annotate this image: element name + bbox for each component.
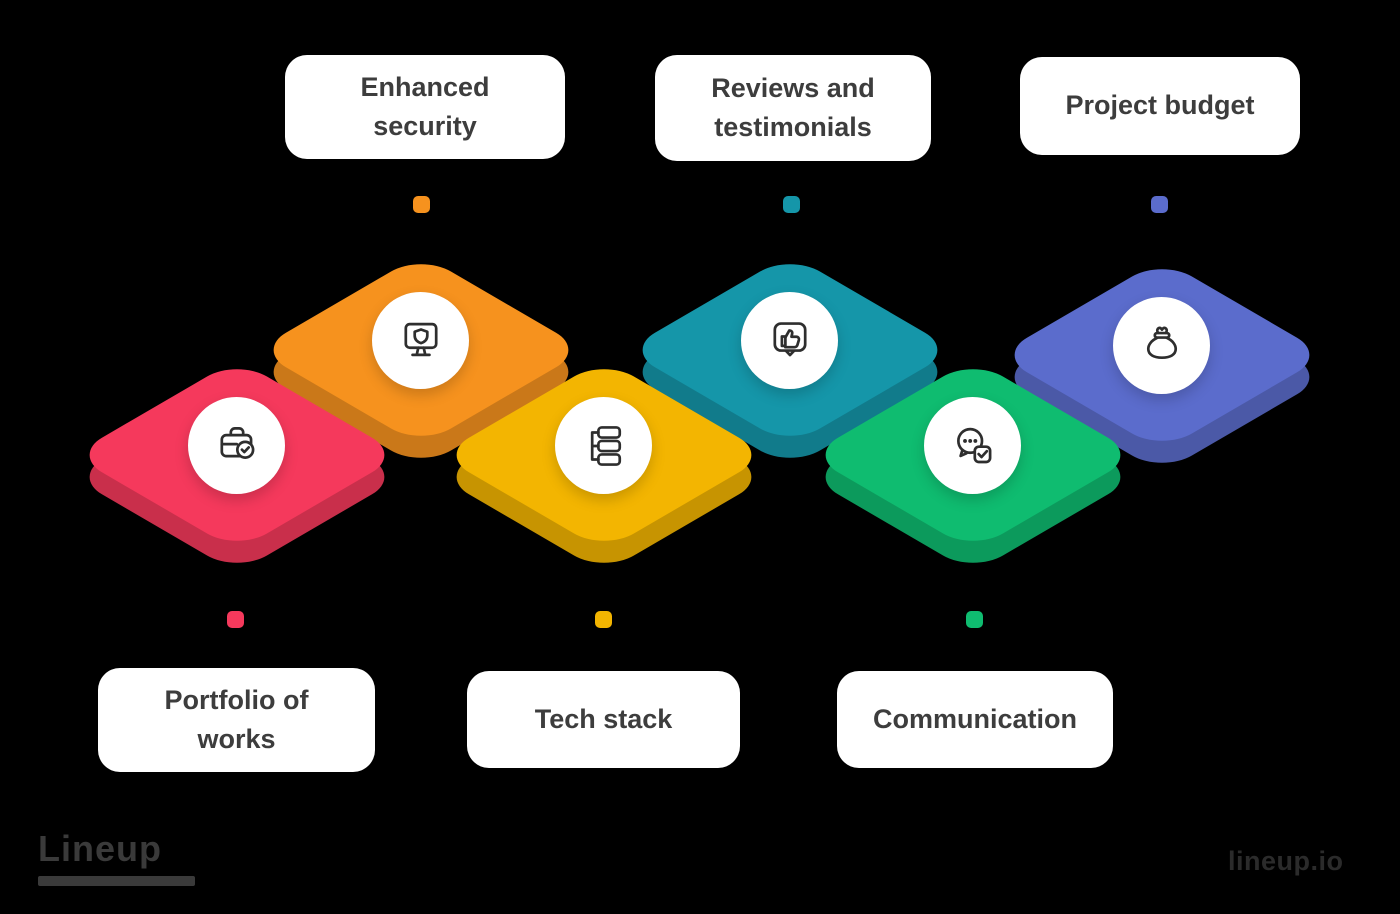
label-card-reviews: Reviews and testimonials xyxy=(655,55,931,161)
money-pouch-icon xyxy=(1113,297,1210,394)
brand-logo-underline xyxy=(38,876,195,886)
label-card-tech-stack: Tech stack xyxy=(467,671,740,768)
stack-tree-icon xyxy=(555,397,652,494)
label-text: Enhanced security xyxy=(360,71,490,141)
connector-dot-tech-stack xyxy=(595,611,612,628)
label-text: Communication xyxy=(872,703,1077,734)
briefcase-check-icon xyxy=(188,397,285,494)
connector-dot-reviews xyxy=(783,196,800,213)
label-card-enhanced-security: Enhanced security xyxy=(285,55,565,159)
connector-dot-portfolio xyxy=(227,611,244,628)
diamond-enhanced-security xyxy=(256,244,586,480)
thumbs-up-bubble-icon xyxy=(741,292,838,389)
diamond-portfolio xyxy=(72,349,402,585)
monitor-shield-icon xyxy=(372,292,469,389)
label-text: Project budget xyxy=(1065,90,1255,121)
label-text: Tech stack xyxy=(534,703,673,734)
label-card-communication: Communication xyxy=(837,671,1113,768)
brand-logo-text: Lineup xyxy=(38,828,162,869)
connector-dot-enhanced-security xyxy=(413,196,430,213)
diamond-reviews xyxy=(625,244,955,480)
diamond-project-budget xyxy=(997,249,1327,485)
diamond-tech-stack xyxy=(439,349,769,585)
chat-check-icon xyxy=(924,397,1021,494)
connector-dot-project-budget xyxy=(1151,196,1168,213)
label-card-project-budget: Project budget xyxy=(1020,57,1300,155)
label-text: Reviews and testimonials xyxy=(711,72,875,142)
connector-dot-communication xyxy=(966,611,983,628)
label-text: Portfolio of works xyxy=(164,684,309,754)
label-card-portfolio: Portfolio of works xyxy=(98,668,375,772)
diamond-communication xyxy=(808,349,1138,585)
brand-logo: Lineup xyxy=(38,828,198,886)
website-text: lineup.io xyxy=(1228,846,1344,876)
